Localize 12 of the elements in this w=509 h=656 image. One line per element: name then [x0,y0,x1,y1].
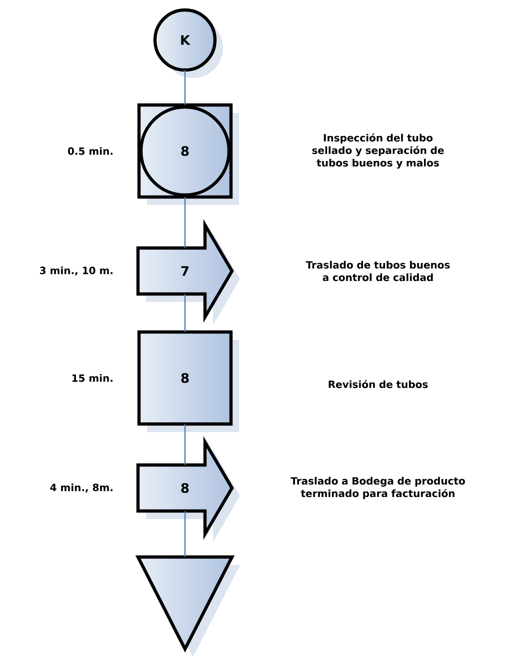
activity-description: Traslado a Bodega de producto terminado para facturación [290,476,465,500]
time-label: 0.5 min. [68,147,112,155]
time-label: 4 min., 8m. [50,484,112,493]
time-label: 15 min. [72,374,112,382]
time-label: 3 min., 10 m. [40,266,112,276]
activity-description: Traslado de tubos buenos a control de calidad [306,260,450,282]
activity-description: Revisión de tubos [328,380,428,388]
connector-line [184,197,186,248]
activity-description: Inspección del tubo sellado y separación de tubos buenos y malos [312,133,444,169]
connector-line [184,511,186,557]
inspection-square: 8 [137,330,239,432]
connector-line [184,70,186,105]
